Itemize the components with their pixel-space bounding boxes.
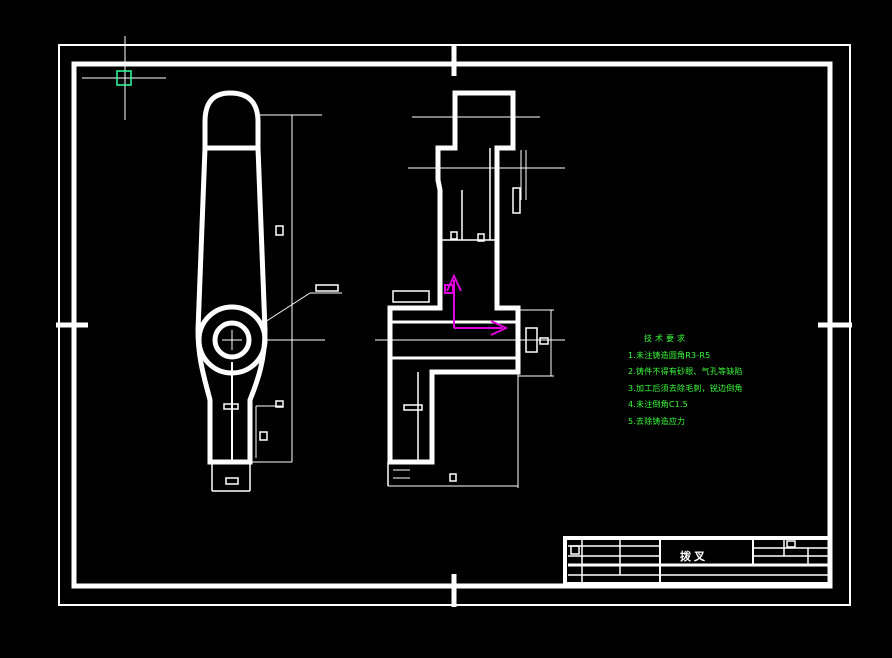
note-line: 2.铸件不得有砂眼、气孔等缺陷: [628, 367, 743, 376]
note-line: 4.未注倒角C1.5: [628, 400, 688, 409]
part-name: 拨叉: [680, 550, 708, 563]
ucs-axis-icon: [444, 273, 509, 336]
centering-marks: [56, 44, 852, 607]
front-view: [195, 90, 342, 492]
side-view: [375, 90, 565, 488]
note-line: 1.未注铸造圆角R3-R5: [628, 350, 711, 360]
notes-title: 技术要求: [644, 334, 688, 343]
crosshair-pickbox-icon[interactable]: [80, 36, 170, 126]
note-line: 5.去除铸造应力: [628, 416, 686, 426]
sheet-border-inner: [71, 61, 833, 589]
note-line: 3.加工后须去除毛刺，锐边倒角: [628, 383, 743, 393]
technical-notes: 技术要求 1.未注铸造圆角R3-R5 2.铸件不得有砂眼、气孔等缺陷 3.加工后…: [628, 331, 743, 430]
title-block: [563, 536, 832, 586]
